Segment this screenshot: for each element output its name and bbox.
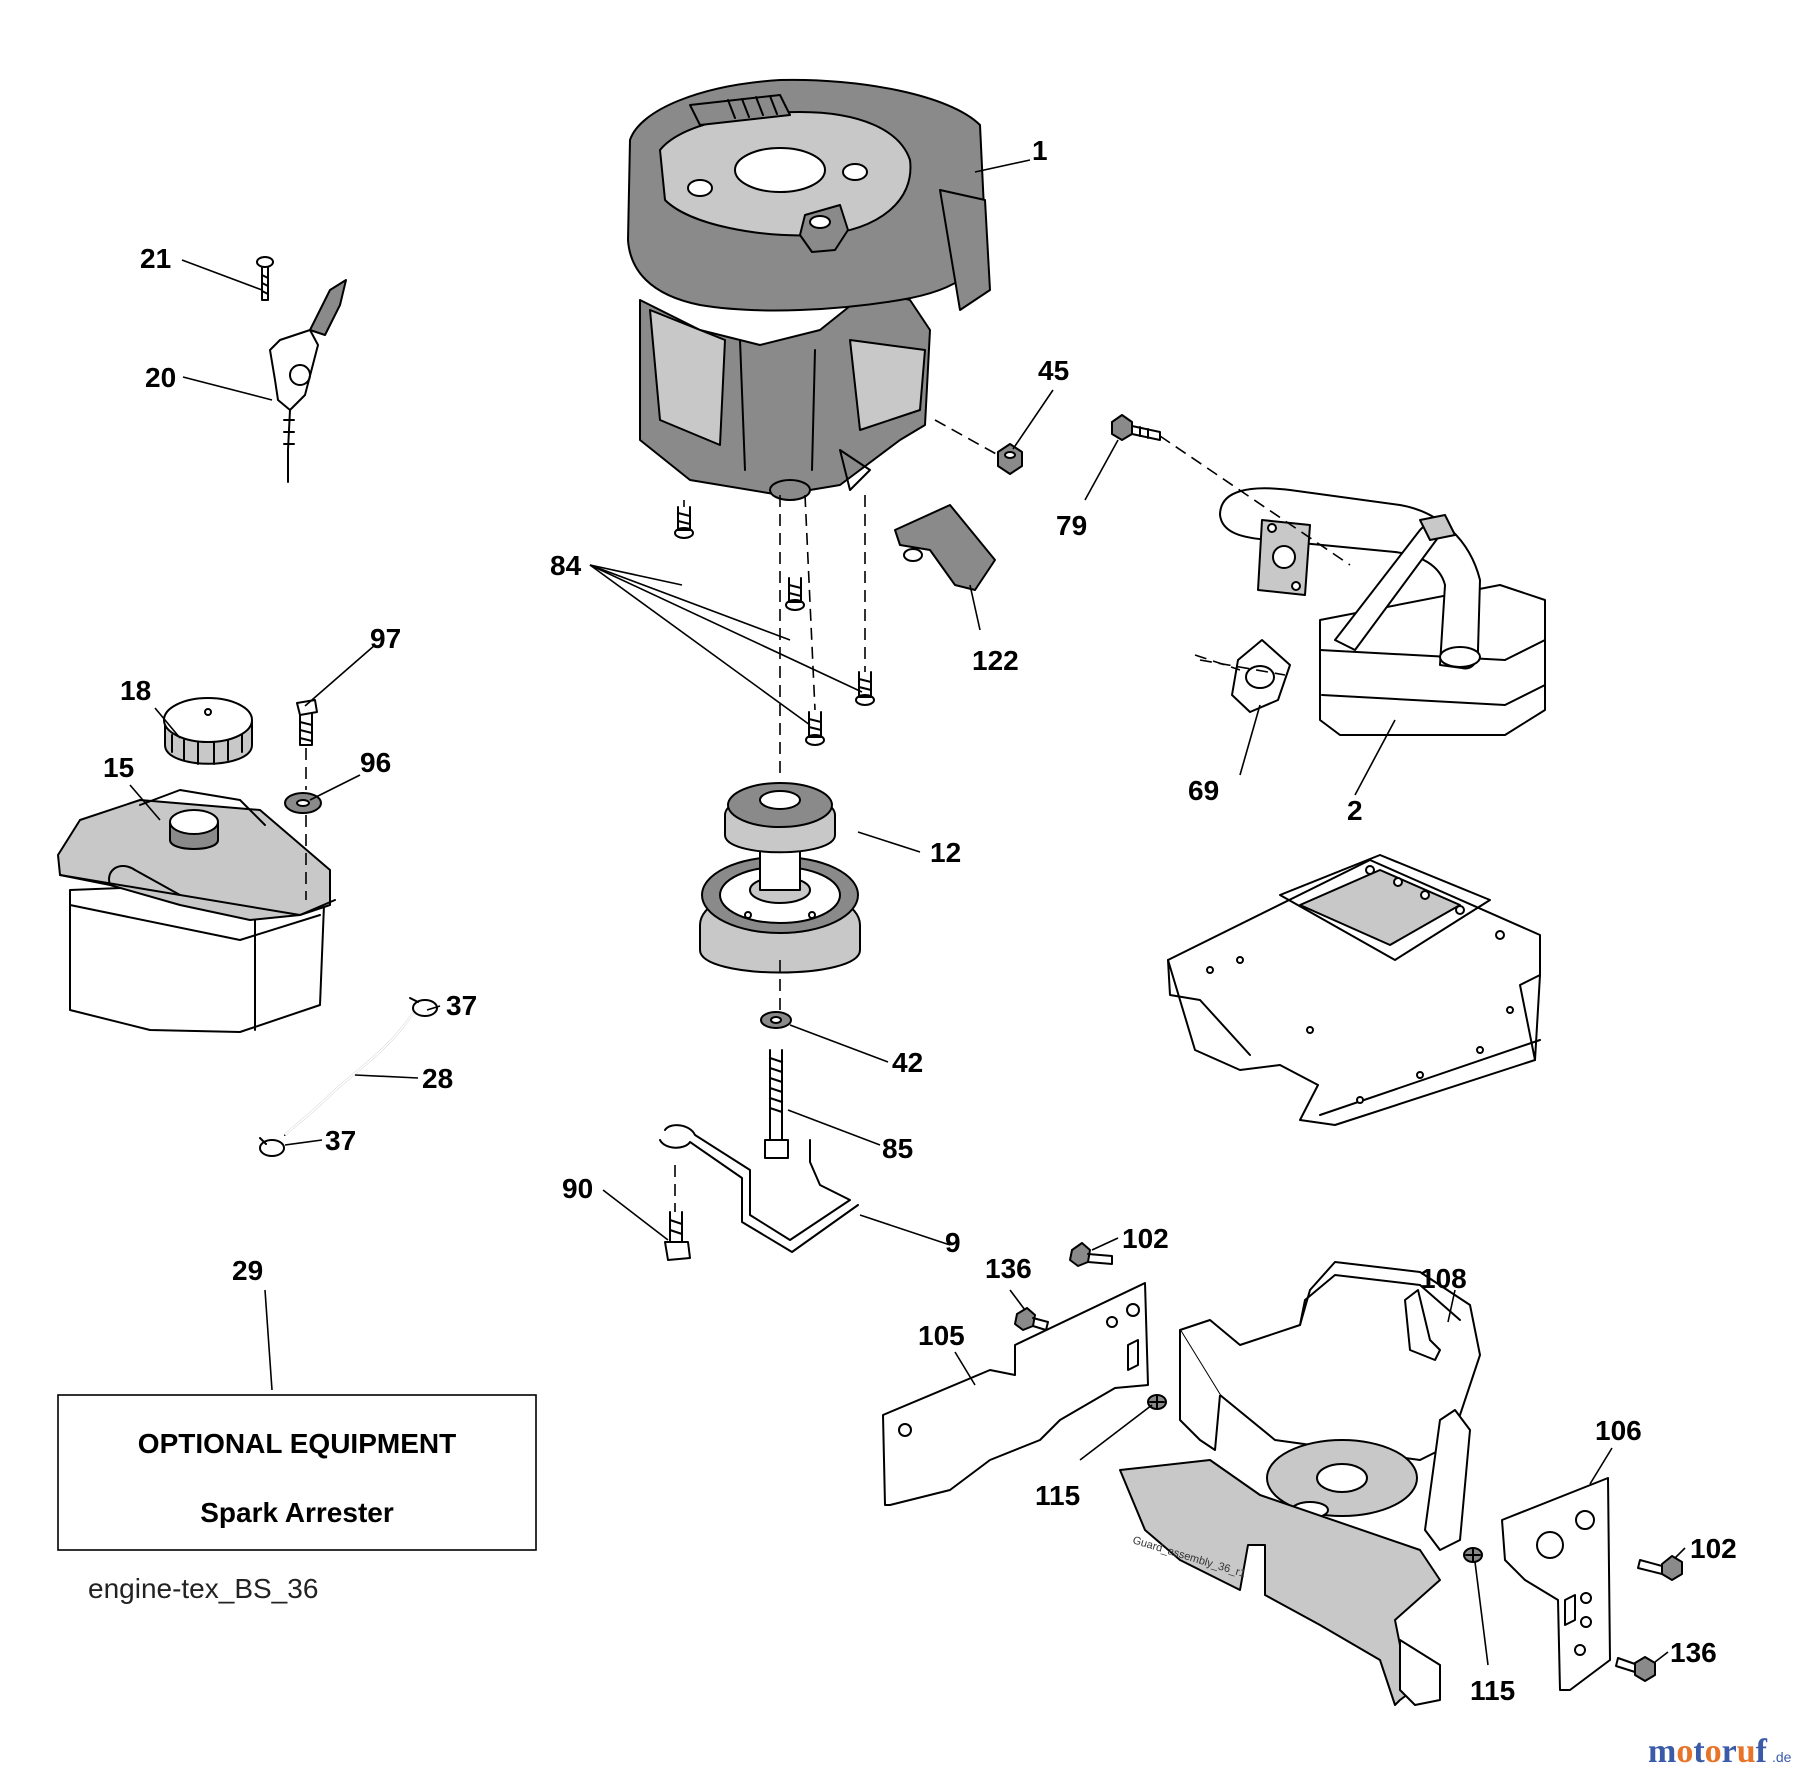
- callout-90: 90: [562, 1173, 593, 1204]
- screw-part-21: [256, 256, 274, 301]
- callout-45: 45: [1038, 355, 1069, 386]
- callout-115-right: 115: [1470, 1675, 1515, 1706]
- leader-lines: [129, 159, 1686, 1666]
- bracket-part-9: [659, 1124, 859, 1253]
- callout-12: 12: [930, 837, 961, 868]
- bolt-part-97: [296, 699, 318, 746]
- callout-20: 20: [145, 362, 176, 393]
- watermark-letter: f: [1756, 1733, 1768, 1770]
- throttle-control-part-20: [269, 279, 347, 483]
- fuel-cap-part-18: [163, 697, 253, 765]
- guard-assembly-part-108: [1119, 1261, 1481, 1706]
- callout-106: 106: [1595, 1415, 1642, 1446]
- nut-part-115-right: [1463, 1547, 1483, 1563]
- callout-122: 122: [972, 645, 1019, 676]
- callout-136-top: 136: [985, 1253, 1032, 1284]
- optional-equipment-title: OPTIONAL EQUIPMENT: [138, 1428, 456, 1459]
- engine-mount-plate: [1167, 854, 1541, 1126]
- bolt-part-102-top: [1069, 1242, 1113, 1267]
- callout-102-top: 102: [1122, 1223, 1169, 1254]
- bolt-part-85: [764, 1049, 789, 1159]
- callout-labels: 1 21 20 45 79 84 122 97 18 96 15 69 2 12…: [103, 135, 1737, 1706]
- bolt-part-90: [664, 1211, 691, 1261]
- muffler-part-2: [1219, 487, 1546, 736]
- watermark-letter: r: [1722, 1733, 1737, 1770]
- bolt-part-136-top: [1014, 1307, 1049, 1331]
- bolt-part-79: [1111, 414, 1161, 441]
- guard-plate-part-106: [1501, 1477, 1611, 1691]
- watermark-suffix: .de: [1772, 1749, 1792, 1765]
- callout-28: 28: [422, 1063, 453, 1094]
- heat-shield-part-122: [894, 504, 996, 591]
- assembly-lines: [305, 419, 1351, 1212]
- engine-part-1: [627, 78, 991, 501]
- callout-79: 79: [1056, 510, 1087, 541]
- bolts-part-84: [674, 506, 875, 746]
- callout-42: 42: [892, 1047, 923, 1078]
- watermark-letter: m: [1648, 1733, 1676, 1770]
- watermark-letter: o: [1705, 1733, 1722, 1770]
- bolt-part-136-bottom: [1615, 1656, 1656, 1682]
- callout-96: 96: [360, 747, 391, 778]
- washer-part-42: [760, 1011, 792, 1029]
- guard-plate-part-105: [882, 1282, 1149, 1506]
- callout-37-bottom: 37: [325, 1125, 356, 1156]
- callout-136-bottom: 136: [1670, 1637, 1717, 1668]
- callout-18: 18: [120, 675, 151, 706]
- watermark-letter: t: [1693, 1733, 1705, 1770]
- callout-37-top: 37: [446, 990, 477, 1021]
- nut-part-115-left: [1147, 1394, 1167, 1410]
- callout-105: 105: [918, 1320, 965, 1351]
- hose-clamp-part-37-bottom: [259, 1137, 285, 1157]
- watermark-text: motoruf: [1648, 1733, 1768, 1770]
- optional-equipment-box: OPTIONAL EQUIPMENT Spark Arrester: [57, 1394, 537, 1551]
- callout-1: 1: [1032, 135, 1048, 166]
- nut-part-45: [997, 443, 1023, 475]
- washer-part-96: [284, 792, 322, 814]
- callout-102-right: 102: [1690, 1533, 1737, 1564]
- callout-9: 9: [945, 1227, 961, 1258]
- optional-equipment-item: Spark Arrester: [200, 1497, 394, 1528]
- callout-15: 15: [103, 752, 134, 783]
- pulley-part-12: [699, 782, 861, 974]
- callout-108: 108: [1420, 1263, 1467, 1294]
- callout-97: 97: [370, 623, 401, 654]
- bolt-part-102-right: [1637, 1555, 1683, 1581]
- figure-id: engine-tex_BS_36: [88, 1573, 318, 1604]
- watermark-letter: o: [1676, 1733, 1693, 1770]
- callout-21: 21: [140, 243, 171, 274]
- callout-69: 69: [1188, 775, 1219, 806]
- callout-115-left: 115: [1035, 1480, 1080, 1511]
- callout-85: 85: [882, 1133, 913, 1164]
- hose-clamp-part-37-top: [409, 997, 438, 1017]
- watermark-logo: motoruf .de: [1648, 1733, 1792, 1770]
- gasket-part-69: [1231, 639, 1291, 713]
- callout-2: 2: [1347, 795, 1363, 826]
- callout-84: 84: [550, 550, 582, 581]
- watermark-letter: u: [1737, 1733, 1756, 1770]
- fuel-tank-part-15: [57, 789, 336, 1033]
- fuel-line-part-28: [284, 1009, 416, 1136]
- callout-29: 29: [232, 1255, 263, 1286]
